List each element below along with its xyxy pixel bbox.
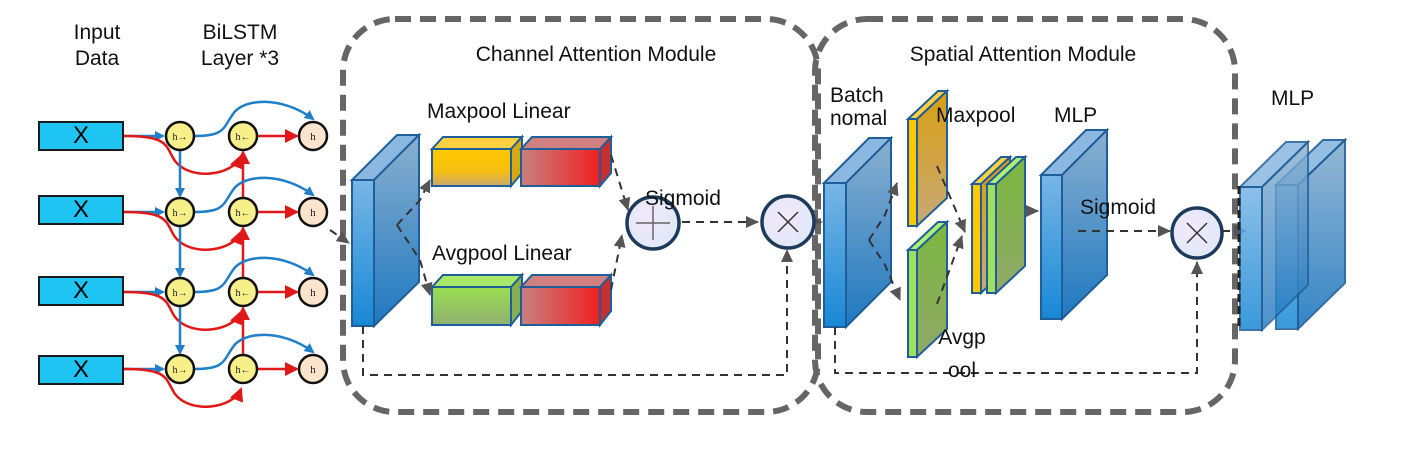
- forward-hidden-node: [164, 120, 196, 152]
- avgpool-cube: [429, 272, 525, 328]
- spatial-maxpool-label: Maxpool: [936, 104, 1016, 127]
- forward-hidden-node: [164, 353, 196, 385]
- output-node-symbol: h: [310, 131, 316, 143]
- input-backward-arrow: [123, 290, 244, 331]
- input-backward-arrow: [123, 134, 244, 175]
- output-hidden-node: [297, 276, 329, 308]
- multiply-operator-spatial: [1170, 206, 1224, 260]
- forward-hidden-node: [164, 276, 196, 308]
- channel-module-title: Channel Attention Module: [475, 43, 717, 66]
- input-data-label-line2: Data: [74, 47, 120, 70]
- batch-normal-line2: nomal: [830, 107, 888, 130]
- forward-node-symbol: h→: [173, 288, 188, 299]
- batch-normal-tensor: [821, 135, 894, 330]
- input-box: X: [38, 276, 124, 306]
- concatenated-slabs: [969, 154, 1028, 296]
- input-box: X: [38, 195, 124, 225]
- input-box: X: [38, 121, 124, 151]
- output-mlp-tensor-front: [1237, 139, 1311, 333]
- maxpool-linear-cube: [518, 134, 614, 189]
- backward-node-symbol: h←: [236, 208, 251, 219]
- batch-normal-line1: Batch: [830, 84, 884, 107]
- multiply-operator-channel: [760, 194, 816, 250]
- input-backward-arrow: [123, 367, 244, 408]
- backward-hidden-node: [227, 196, 259, 228]
- spatial-avgpool-label: Avgp ool: [938, 321, 986, 387]
- spatial-attention-module-border: [812, 16, 1238, 415]
- output-node-symbol: h: [310, 364, 316, 376]
- forward-node-symbol: h→: [173, 365, 188, 376]
- spatial-module-title: Spatial Attention Module: [909, 43, 1137, 66]
- input-data-label: Input Data: [74, 20, 121, 72]
- avgpool-linear-cube: [518, 272, 614, 328]
- bilstm-label-line2: Layer *3: [200, 47, 280, 70]
- forward-node-symbol: h→: [173, 208, 188, 219]
- output-hidden-node: [297, 120, 329, 152]
- output-mlp-label: MLP: [1271, 87, 1315, 110]
- backward-hidden-node: [227, 120, 259, 152]
- forward-output-arrow: [194, 333, 315, 371]
- backward-node-symbol: h←: [236, 365, 251, 376]
- forward-output-arrow: [194, 256, 315, 294]
- spatial-mlp-tensor: [1038, 127, 1110, 322]
- bilstm-layer: h→ h← h h→ h← h h→ h← h h→ h← h: [123, 100, 329, 408]
- output-hidden-node: [297, 196, 329, 228]
- forward-hidden-node: [164, 196, 196, 228]
- backward-node-symbol: h←: [236, 288, 251, 299]
- sigmoid-channel-label: Sigmoid: [645, 187, 721, 210]
- maxpool-linear-label: Maxpool Linear: [427, 100, 571, 123]
- channel-input-tensor: [349, 132, 422, 329]
- spatial-avgpool-line1: Avgp: [938, 326, 986, 349]
- output-hidden-node: [297, 353, 329, 385]
- backward-hidden-node: [227, 353, 259, 385]
- spatial-maxpool-slab: [905, 88, 950, 229]
- spatial-avgpool-line2: ool: [947, 359, 977, 382]
- forward-output-arrow: [194, 100, 315, 138]
- input-backward-arrow: [123, 210, 244, 251]
- batch-normal-label: Batch nomal: [830, 84, 887, 130]
- output-node-symbol: h: [310, 207, 316, 219]
- backward-hidden-node: [227, 276, 259, 308]
- output-node-symbol: h: [310, 287, 316, 299]
- spatial-connections: [834, 165, 1247, 374]
- add-operator: [625, 195, 681, 251]
- input-box: X: [38, 355, 124, 385]
- forward-node-symbol: h→: [173, 132, 188, 143]
- sigmoid-spatial-label: Sigmoid: [1080, 196, 1156, 219]
- backward-node-symbol: h←: [236, 132, 251, 143]
- bilstm-label-line1: BiLSTM: [202, 21, 278, 44]
- forward-output-arrow: [194, 176, 315, 214]
- spatial-mlp-label: MLP: [1054, 104, 1098, 127]
- spatial-avgpool-slab: [905, 219, 950, 360]
- maxpool-cube: [429, 134, 525, 189]
- channel-attention-module-border: [340, 16, 821, 415]
- input-data-label-line1: Input: [73, 21, 121, 44]
- bilstm-label: BiLSTM Layer *3: [201, 20, 279, 72]
- channel-connections: [329, 154, 823, 376]
- avgpool-linear-label: Avgpool Linear: [432, 242, 572, 265]
